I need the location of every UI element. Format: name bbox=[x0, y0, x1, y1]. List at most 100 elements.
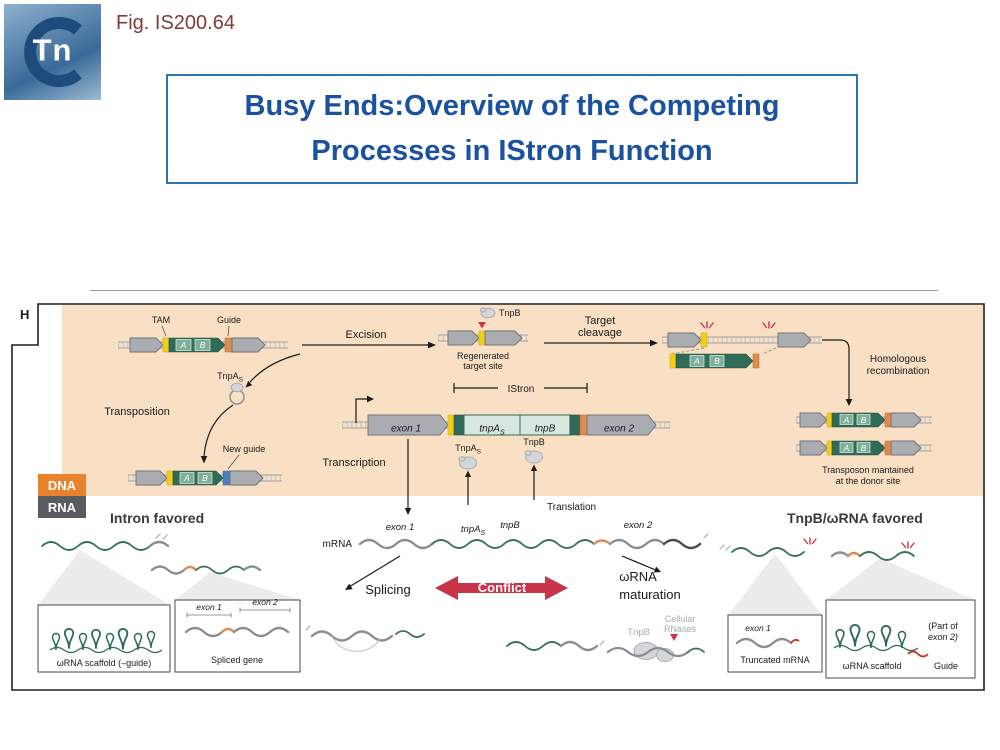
transcription-label: Transcription bbox=[322, 457, 385, 469]
initial-transposon-construct: A B TAM Guide bbox=[118, 315, 288, 353]
part-of-label-1: (Part of bbox=[928, 621, 958, 631]
tnpb-gray-label: TnpB bbox=[627, 627, 650, 638]
target-cleavage-label-1: Target bbox=[585, 315, 616, 327]
spliced-exon1-label: exon 1 bbox=[196, 602, 222, 612]
tn-transposon-logo: Tn bbox=[4, 4, 101, 100]
istron-gene-construct: exon 1 tnpAS tnpB exon 2 IStron bbox=[342, 383, 670, 437]
guide-segment bbox=[224, 337, 233, 353]
element-a-label: A bbox=[693, 356, 700, 366]
tnpa-protein-label: TnpAS bbox=[455, 443, 482, 456]
mrna-tnpb-label: tnpB bbox=[500, 520, 520, 531]
rna-badge bbox=[38, 496, 86, 518]
title-line-2: Processes in IStron Function bbox=[311, 135, 713, 167]
figure-panel: H A B TAM Guide Excision bbox=[10, 302, 986, 694]
spliced-exon2-label: exon 2 bbox=[252, 597, 278, 607]
maintained-label-1: Transposon mantained bbox=[822, 465, 914, 475]
tnpb-favored-heading: TnpB/ωRNA favored bbox=[787, 510, 923, 526]
regenerated-label-2: target site bbox=[463, 361, 503, 371]
tnpa-protein-icon bbox=[230, 382, 244, 393]
dna-badge bbox=[38, 474, 86, 496]
tnpa-excision-intermediate: TnpAS Transposition bbox=[104, 353, 301, 464]
spotlight-right-2 bbox=[826, 558, 975, 600]
splicing-branch: Splicing bbox=[345, 555, 411, 597]
element-a-label: A bbox=[180, 340, 187, 350]
conflict-label: Conflict bbox=[478, 580, 527, 595]
cleavage-site-triangle bbox=[478, 322, 486, 329]
spliced-products-squiggles bbox=[305, 625, 599, 652]
transposition-label: Transposition bbox=[104, 406, 170, 418]
intron-favored-products bbox=[41, 533, 262, 575]
cleavage-spark bbox=[803, 537, 817, 545]
truncated-exon1-label: exon 1 bbox=[745, 623, 771, 633]
splicing-label: Splicing bbox=[365, 582, 411, 597]
part-of-label-2: exon 2) bbox=[928, 632, 958, 642]
omega-rna-label-2: maturation bbox=[619, 587, 680, 602]
logo-text: Tn bbox=[32, 32, 73, 68]
mrna-exon1-label: exon 1 bbox=[386, 522, 415, 533]
target-cleavage-arrow: Target cleavage bbox=[544, 315, 658, 347]
cleavage-spark-right bbox=[762, 321, 776, 329]
dna-section-background bbox=[62, 305, 983, 496]
tnpb-label: TnpB bbox=[499, 308, 521, 318]
translation-label: Translation bbox=[547, 502, 596, 513]
mrna-tnpa-label: tnpAS bbox=[461, 524, 486, 537]
tnpb-favored-products bbox=[719, 537, 915, 561]
dna-badge-label: DNA bbox=[48, 478, 77, 493]
figure-label: Fig. IS200.64 bbox=[116, 12, 235, 34]
box-omega-scaffold-guide: (Part of exon 2) ωRNA scaffold Guide bbox=[825, 599, 976, 679]
mrna-exon2-label: exon 2 bbox=[624, 520, 653, 531]
transcription-arrow: Transcription bbox=[322, 439, 412, 515]
conflict-arrow: Conflict bbox=[435, 576, 568, 600]
panel-letter: H bbox=[20, 307, 29, 322]
element-b-label: B bbox=[200, 340, 206, 350]
element-a-label: A bbox=[843, 415, 850, 425]
box-spliced-gene: exon 1 exon 2 Spliced gene bbox=[174, 597, 301, 673]
tnpb-gene-label: tnpB bbox=[535, 424, 556, 435]
target-cleavage-label-2: cleavage bbox=[578, 327, 622, 339]
exon1-box bbox=[367, 414, 449, 436]
cellular-rnases-label-2: RNases bbox=[664, 624, 697, 634]
rna-badge-label: RNA bbox=[48, 500, 77, 515]
scaffold-right-label: ωRNA scaffold bbox=[843, 661, 902, 671]
homologous-label-1: Homologous bbox=[870, 354, 926, 365]
mrna-label: mRNA bbox=[323, 539, 353, 550]
homologous-label-2: recombination bbox=[867, 366, 930, 377]
element-a-label: A bbox=[843, 443, 850, 453]
exon2-box bbox=[586, 414, 657, 436]
donor-site-constructs: A B A B Transposon mantained at the dono… bbox=[796, 412, 932, 486]
element-a-label: A bbox=[183, 473, 190, 483]
scaffold-no-guide-label: ωRNA scaffold (–guide) bbox=[57, 658, 151, 668]
spotlight-left-1 bbox=[38, 550, 170, 605]
tam-segment bbox=[162, 337, 170, 353]
title-box: Busy Ends:Overview of the Competing Proc… bbox=[166, 74, 858, 184]
promoter-arrow bbox=[355, 398, 367, 423]
intron-favored-heading: Intron favored bbox=[110, 510, 204, 526]
regenerated-target-site: TnpB Regenerated target site bbox=[438, 307, 528, 371]
panel-border bbox=[11, 303, 985, 691]
cellular-rnases: TnpB Cellular RNases bbox=[599, 614, 705, 662]
transposition-product-construct: A B New guide bbox=[128, 444, 282, 486]
logo-c-ring-icon bbox=[24, 17, 82, 87]
element-b-label: B bbox=[202, 473, 208, 483]
new-guide-segment bbox=[222, 470, 231, 486]
cellular-rnases-label-1: Cellular bbox=[665, 614, 696, 624]
separator-line bbox=[90, 290, 938, 291]
maintained-label-2: at the donor site bbox=[836, 476, 901, 486]
tam-label: TAM bbox=[152, 315, 170, 325]
istron-bracket-label: IStron bbox=[508, 384, 535, 395]
exon1-label: exon 1 bbox=[391, 424, 421, 435]
rnase-cleavage-triangle bbox=[670, 634, 678, 641]
homologous-recombination-arrow: Homologous recombination bbox=[822, 339, 930, 406]
exon2-label: exon 2 bbox=[604, 424, 634, 435]
title-line-1: Busy Ends:Overview of the Competing bbox=[244, 90, 780, 123]
truncated-mrna-label: Truncated mRNA bbox=[740, 655, 809, 665]
tnpa-label: TnpAS bbox=[217, 371, 244, 384]
conflict-double-arrow bbox=[435, 576, 568, 600]
element-b-label: B bbox=[861, 415, 867, 425]
omega-rna-maturation-branch: ωRNA maturation bbox=[619, 555, 681, 602]
new-guide-label: New guide bbox=[223, 444, 266, 454]
spotlight-left-2 bbox=[175, 572, 300, 600]
box-truncated-mrna: exon 1 Truncated mRNA bbox=[727, 614, 823, 673]
cleavage-spark bbox=[901, 541, 915, 549]
